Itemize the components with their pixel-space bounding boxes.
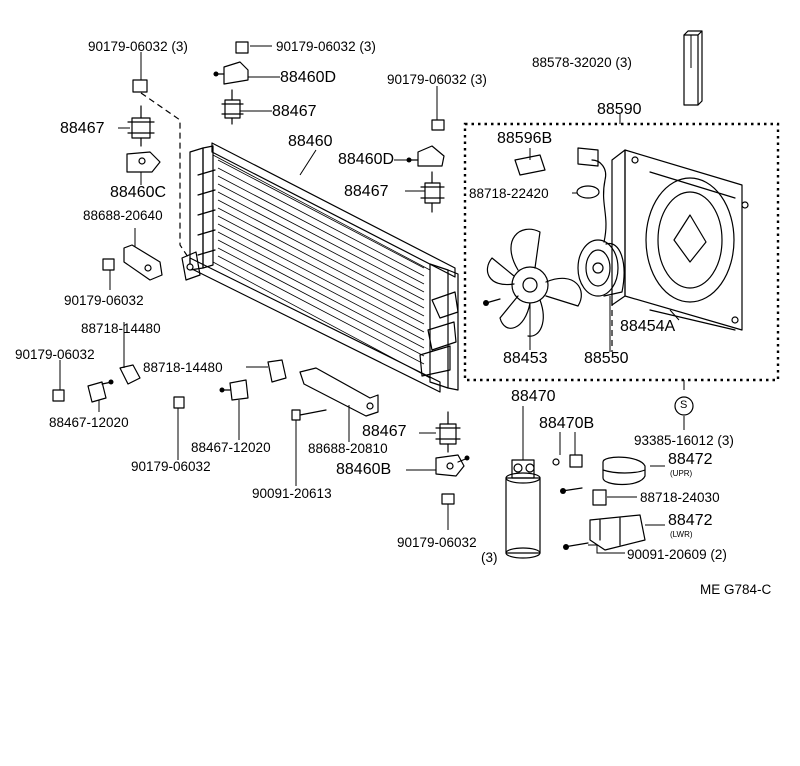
label-88718-14480-a: 88718-14480 (81, 321, 161, 336)
label-90179-06032-left-mid: 90179-06032 (64, 293, 144, 308)
label-93385-16012: 93385-16012 (3) (634, 433, 734, 448)
leader-lines (59, 35, 692, 554)
label-88467-low: 88467 (362, 423, 407, 440)
label-lwr-note: (LWR) (670, 530, 693, 539)
o-ring-drawing (552, 458, 560, 466)
fan-assembly-drawing (463, 122, 780, 382)
condenser-drawing (181, 142, 459, 393)
label-88550: 88550 (584, 350, 629, 367)
bracket-lwr-drawing (589, 514, 646, 551)
label-90179-06032-top-center: 90179-06032 (3) (276, 39, 376, 54)
bracket-upr-drawing (602, 456, 646, 486)
label-88470: 88470 (511, 388, 556, 405)
label-90179-06032-top-right: 90179-06032 (3) (387, 72, 487, 87)
label-quantity-3: (3) (481, 550, 498, 565)
label-90091-20613: 90091-20613 (252, 486, 332, 501)
drawing-code: ME G784-C (700, 582, 772, 597)
label-88460c: 88460C (110, 184, 167, 201)
label-88460d-mid: 88460D (338, 151, 395, 168)
label-88454a: 88454A (620, 318, 676, 335)
label-88688-20810: 88688-20810 (308, 441, 388, 456)
label-88467-12020-a: 88467-12020 (49, 415, 129, 430)
label-90179-06032-far-left: 90179-06032 (15, 347, 95, 362)
label-88460b: 88460B (336, 461, 392, 478)
label-88460: 88460 (288, 133, 333, 150)
label-88472-upr: 88472 (668, 451, 713, 468)
label-90179-06032-bottom: 90179-06032 (397, 535, 477, 550)
label-88718-24030: 88718-24030 (640, 490, 720, 505)
label-90091-20609: 90091-20609 (2) (627, 547, 727, 562)
label-88467-mid: 88467 (344, 183, 389, 200)
symbol-s: S (680, 399, 688, 411)
label-90179-06032-top-left: 90179-06032 (3) (88, 39, 188, 54)
label-88688-20640: 88688-20640 (83, 208, 163, 223)
receiver-drawing (505, 459, 541, 559)
label-88590: 88590 (597, 101, 642, 118)
label-88578-32020: 88578-32020 (3) (532, 55, 632, 70)
label-88472-lwr: 88472 (668, 512, 713, 529)
label-88467-top: 88467 (272, 103, 317, 120)
label-upr-note: (UPR) (670, 469, 693, 478)
label-88467-left: 88467 (60, 120, 105, 137)
label-88453: 88453 (503, 350, 548, 367)
label-88460d-top: 88460D (280, 69, 337, 86)
label-88470b: 88470B (539, 415, 595, 432)
label-88467-12020-b: 88467-12020 (191, 440, 271, 455)
label-90179-06032-bottom-left: 90179-06032 (131, 459, 211, 474)
label-88596b: 88596B (497, 130, 553, 147)
label-88718-22420: 88718-22420 (469, 186, 549, 201)
label-88718-14480-b: 88718-14480 (143, 360, 223, 375)
